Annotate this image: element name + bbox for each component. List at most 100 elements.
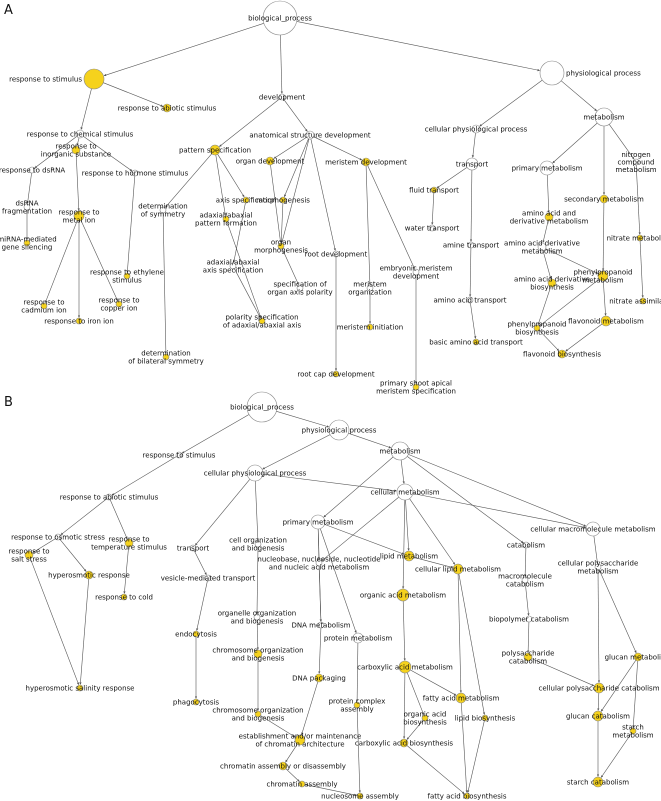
edge-a_aaxs-to-a_psaa xyxy=(234,268,261,319)
node-circle-b-cam xyxy=(398,660,412,674)
node-circle-a-ret xyxy=(123,272,131,280)
node-label-a-nm: nitrate metabolism xyxy=(607,235,661,243)
node-label-line: response to xyxy=(98,297,139,305)
edge-b_cmm-to-b_cpm xyxy=(593,535,599,564)
node-label-line: metal ion xyxy=(63,216,96,224)
node-label-line: nitrate metabolism xyxy=(607,235,661,243)
node-circle-a-rd xyxy=(332,250,340,258)
node-label-line: metabolism xyxy=(582,276,623,284)
node-label-line: DNA packaging xyxy=(292,675,346,683)
node-circle-a-rdsrna xyxy=(28,166,36,174)
node-a-pf: pattern specification xyxy=(179,144,251,156)
node-label-line: metabolism xyxy=(583,114,624,122)
node-label-line: derivative metabolism xyxy=(510,217,589,225)
node-label-line: of adaxial/abaxial axis xyxy=(223,321,302,329)
node-label-line: biopolymer catabolism xyxy=(489,616,569,624)
node-label-a-rcs: response to chemical stimulus xyxy=(27,131,134,139)
edge-b_met-to-b_cmm xyxy=(408,454,587,527)
edge-b_cm-to-b_oam xyxy=(401,499,406,589)
node-a-rdsrna: response to dsRNA xyxy=(0,167,65,175)
node-label-line: meristem development xyxy=(325,159,407,167)
edge-a_at-to-a_aat xyxy=(468,247,472,297)
edge-b_cat-to-b_mc xyxy=(523,547,527,577)
node-label-a-baat: basic amino acid transport xyxy=(429,339,523,347)
node-circle-a-fm xyxy=(600,315,612,327)
node-label-b-ros: response to osmotic stress xyxy=(11,534,105,542)
node-label-b-gm: glucan metabolism xyxy=(605,654,661,662)
node-circle-a-ds xyxy=(159,206,167,214)
node-circle-a-aadrm xyxy=(537,242,547,252)
node-circle-b-cab xyxy=(399,738,409,748)
node-label-line: morphogenesis xyxy=(254,246,308,254)
edge-b_pca-to-b_na xyxy=(356,707,362,793)
node-label-line: lipid biosynthesis xyxy=(455,715,516,723)
node-label-line: basic amino acid transport xyxy=(429,339,523,347)
edge-a_pm-to-a_aadm xyxy=(547,174,550,213)
edge-b_gm-to-b_sm xyxy=(632,660,638,728)
node-label-line: adaxial/abaxial xyxy=(199,212,252,220)
node-circle-a-rmi xyxy=(73,210,85,222)
node-b-endo: endocytosis xyxy=(175,631,217,639)
node-b-na: nucleosome assembly xyxy=(321,793,399,801)
edge-b_bp-to-b_rs xyxy=(181,414,250,454)
node-label-line: cellular physiological process xyxy=(425,126,528,134)
node-label-line: anatomical structure development xyxy=(249,132,371,140)
node-circle-b-cat xyxy=(522,541,530,549)
node-label-b-cad: chromatin assembly or disassembly xyxy=(220,763,346,771)
node-circle-a-pm xyxy=(539,160,555,176)
node-circle-b-cob3 xyxy=(254,710,262,718)
node-label-b-bp: biological_process xyxy=(230,404,294,412)
panel-b-label: B xyxy=(4,395,13,410)
edge-a_met-to-a_pm xyxy=(552,122,598,164)
edge-b_ros-to-b_rss xyxy=(32,538,56,553)
node-label-line: hyperosmotic salinity response xyxy=(26,685,135,693)
node-b-cam: carboxylic acid metabolism xyxy=(357,660,453,674)
edge-b_clm-to-b_lb xyxy=(458,573,486,715)
node-label-b-hsr: hyperosmotic salinity response xyxy=(26,685,135,693)
node-circle-a-dev xyxy=(278,93,286,101)
edge-a_md-to-a_mo xyxy=(365,165,372,285)
node-label-a-sm: secondary metabolism xyxy=(564,196,644,204)
edge-a_rcs-to-a_rdsrna xyxy=(34,136,77,169)
node-label-a-dev: development xyxy=(259,94,305,102)
node-label-line: of symmetry xyxy=(141,210,185,218)
node-circle-a-om xyxy=(277,242,285,250)
node-label-a-rii: response to iron ion xyxy=(44,318,114,326)
node-circle-a-rhs xyxy=(131,169,139,177)
node-label-line: root development xyxy=(305,251,368,259)
node-b-hsr: hyperosmotic salinity response xyxy=(26,685,135,693)
edge-b_cad-to-b_ca xyxy=(285,768,300,782)
node-circle-b-met xyxy=(390,441,410,461)
node-circle-a-aapf xyxy=(222,215,230,223)
node-b-lm: lipid metabolism xyxy=(380,550,438,562)
node-label-b-dm: DNA metabolism xyxy=(292,622,351,630)
node-label-line: morphogenesis xyxy=(256,197,310,205)
node-b-ras: response to abiotic stimulus xyxy=(60,494,159,502)
node-label-a-pm: primary metabolism xyxy=(512,165,583,173)
node-label-line: fluid transport xyxy=(409,187,459,195)
